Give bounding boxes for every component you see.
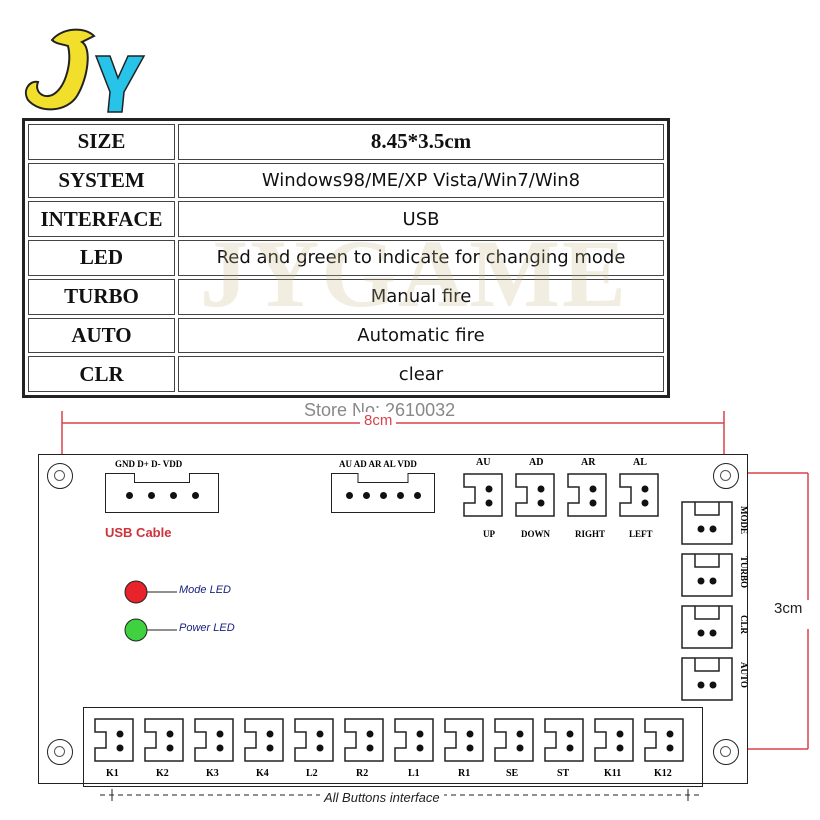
side-terminal-mode[interactable] [681,501,733,545]
usb-cable-label: USB Cable [105,525,172,540]
spec-value: 8.45*3.5cm [178,124,664,160]
mounting-hole [713,739,739,765]
usb-connector[interactable] [105,472,219,513]
spec-row-size: SIZE 8.45*3.5cm [28,124,664,160]
direction-label-top: AU [476,457,491,468]
spec-row-led: LED Red and green to indicate for changi… [28,240,664,276]
button-terminal[interactable] [444,718,484,762]
spec-key: AUTO [28,317,175,354]
direction-label-top: AL [633,457,647,468]
buttons-interface: K1 K2 K3 K4 L2 R2 L1 R1 SE ST K11 K12 [83,707,703,787]
side-terminal-clr[interactable] [681,605,733,649]
mode-led-label: Mode LED [179,584,231,596]
direction-label-bottom: DOWN [521,529,550,539]
usb-pin-label: GND D+ D- VDD [115,459,183,469]
spec-value: Automatic fire [178,317,664,354]
spec-value: clear [178,356,664,392]
direction-terminal-left[interactable] [619,473,659,517]
power-led-label: Power LED [179,622,235,634]
button-terminal[interactable] [94,718,134,762]
all-buttons-label: All Buttons interface [320,790,444,805]
spec-value: Windows98/ME/XP Vista/Win7/Win8 [178,162,664,199]
button-terminal[interactable] [594,718,634,762]
side-label: MODE [739,506,749,534]
spec-row-interface: INTERFACE USB [28,201,664,238]
button-label: ST [557,768,570,779]
joystick-pin-label: AU AD AR AL VDD [339,459,417,469]
button-label: K4 [256,768,269,779]
spec-table: SIZE 8.45*3.5cm SYSTEM Windows98/ME/XP V… [22,118,670,398]
button-label: K12 [654,768,672,779]
direction-terminal-up[interactable] [463,473,503,517]
spec-value: Manual fire [178,278,664,315]
side-label: CLR [739,615,749,635]
side-label: AUTO [739,662,749,688]
spec-row-auto: AUTO Automatic fire [28,317,664,354]
spec-key: SIZE [28,124,175,160]
joystick-connector[interactable] [331,472,435,513]
spec-row-system: SYSTEM Windows98/ME/XP Vista/Win7/Win8 [28,162,664,199]
direction-label-bottom: RIGHT [575,529,606,539]
button-label: K2 [156,768,169,779]
button-label: K11 [604,768,622,779]
store-number: Store No: 2610032 [304,400,456,420]
power-led [124,618,177,642]
spec-value: USB [178,201,664,238]
spec-key: SYSTEM [28,162,175,199]
side-terminal-auto[interactable] [681,657,733,701]
button-terminal[interactable] [494,718,534,762]
mounting-hole [47,739,73,765]
direction-label-bottom: UP [483,529,495,539]
button-label: SE [506,768,519,779]
jy-logo [24,28,146,113]
button-label: R1 [458,768,471,779]
mounting-hole [713,463,739,489]
side-label: TURBO [739,556,749,589]
direction-terminal-right[interactable] [567,473,607,517]
direction-label-top: AD [529,457,544,468]
button-terminal[interactable] [194,718,234,762]
direction-terminal-down[interactable] [515,473,555,517]
button-terminal[interactable] [344,718,384,762]
spec-key: TURBO [28,278,175,315]
button-terminal[interactable] [644,718,684,762]
side-terminal-turbo[interactable] [681,553,733,597]
button-terminal[interactable] [294,718,334,762]
direction-label-top: AR [581,457,596,468]
spec-key: LED [28,240,175,276]
button-label: R2 [356,768,369,779]
width-dimension-label: 8cm [360,412,397,429]
spec-key: CLR [28,356,175,392]
logo-j [24,28,96,111]
button-terminal[interactable] [244,718,284,762]
mounting-hole [47,463,73,489]
button-label: L1 [408,768,420,779]
logo-y [94,55,146,113]
button-terminal[interactable] [544,718,584,762]
spec-key: INTERFACE [28,201,175,238]
mode-led [124,580,177,604]
button-label: K1 [106,768,119,779]
button-label: K3 [206,768,219,779]
button-terminal[interactable] [394,718,434,762]
spec-row-turbo: TURBO Manual fire [28,278,664,315]
button-label: L2 [306,768,318,779]
pcb-board: GND D+ D- VDD USB Cable AU AD AR AL VDD … [38,454,749,787]
height-dimension-label: 3cm [774,600,803,617]
spec-value: Red and green to indicate for changing m… [178,240,664,276]
spec-row-clr: CLR clear [28,356,664,392]
direction-label-bottom: LEFT [629,529,653,539]
watermark: JYGAME [200,220,628,327]
button-terminal[interactable] [144,718,184,762]
